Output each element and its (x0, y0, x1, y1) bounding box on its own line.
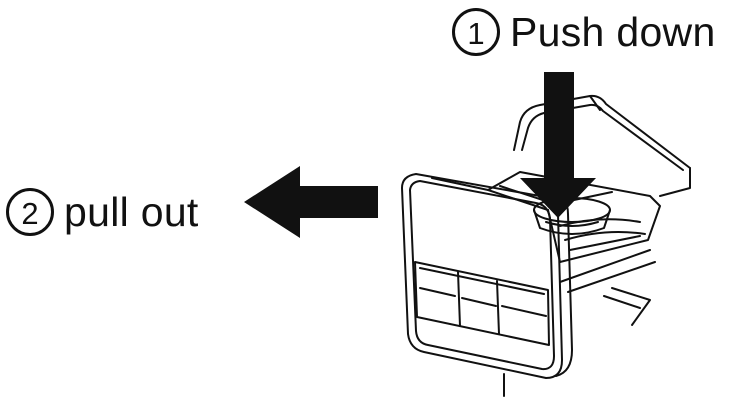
step-pull-out: 2 pull out (6, 188, 199, 236)
drawer-front (401, 173, 573, 379)
step-push-down: 1 Push down (452, 8, 716, 56)
step-1-number: 1 (452, 8, 500, 56)
step-2-number: 2 (6, 188, 54, 236)
step-1-label: Push down (510, 8, 716, 55)
arrow-left-icon (244, 166, 378, 238)
housing-outline (513, 94, 691, 326)
step-2-label: pull out (64, 188, 199, 235)
arrow-down-icon (520, 72, 596, 218)
